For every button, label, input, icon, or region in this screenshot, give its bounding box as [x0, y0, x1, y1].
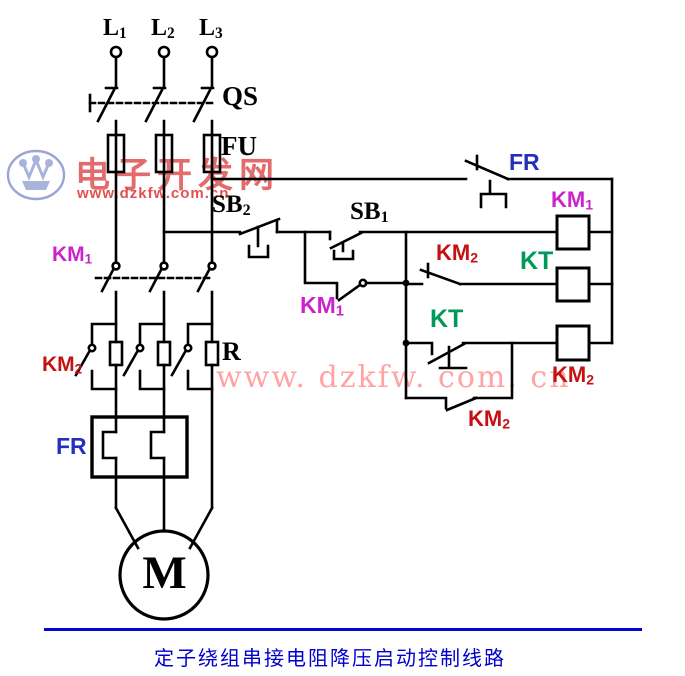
- label-phase-l2: L2: [151, 15, 175, 42]
- motor: [114, 506, 214, 621]
- label-km2-latch-contact: KM2: [468, 406, 511, 432]
- caption-divider: [44, 628, 642, 631]
- kt-delay-contact: [404, 341, 559, 370]
- fr-nc-contact: [210, 154, 614, 209]
- kt-coil: [555, 266, 591, 303]
- label-sb1-start: SB1: [350, 198, 389, 226]
- label-km1-coil: KM1: [551, 187, 594, 213]
- km1-coil: [555, 214, 591, 251]
- sb2-button: [162, 217, 332, 259]
- label-phase-l1: L1: [103, 15, 127, 42]
- km2-latch-contact: [404, 341, 514, 412]
- label-km2-nc-contact: KM2: [436, 240, 479, 266]
- km2-nc-contact: [404, 262, 559, 286]
- km1-latch-contact: [303, 230, 408, 302]
- label-kt-coil: KT: [520, 247, 554, 275]
- km1-main-contacts: [94, 261, 217, 344]
- site-logo-icon: [6, 149, 66, 201]
- label-kt-delay-contact: KT: [430, 305, 464, 333]
- label-sb2-stop: SB2: [212, 191, 251, 219]
- qs-switch: [88, 86, 215, 123]
- fuse-group: [106, 119, 222, 264]
- label-phase-l3: L3: [199, 15, 223, 42]
- diagram-caption: 定子绕组串接电阻降压启动控制线路: [154, 648, 506, 670]
- label-fr-contact: FR: [509, 149, 540, 175]
- km2-coil: [555, 324, 591, 362]
- label-fu-fuse: FU: [221, 131, 257, 161]
- label-km2-coil: KM2: [552, 362, 595, 388]
- label-qs-switch: QS: [222, 81, 259, 111]
- label-motor: M: [142, 547, 187, 599]
- fr-heater-box: [90, 415, 189, 533]
- watermark-center-url: www. dzkfw. com. cn: [216, 360, 571, 395]
- sb1-button: [328, 230, 559, 261]
- label-fr-heater: FR: [56, 433, 87, 459]
- label-km1-latch-contact: KM1: [300, 292, 344, 320]
- label-km1-main-contacts: KM1: [52, 243, 93, 267]
- label-resistor: R: [222, 337, 241, 366]
- label-km2-bypass-contacts: KM2: [42, 353, 83, 377]
- supply-terminals: [109, 45, 219, 89]
- km2-bypass-contacts: [74, 322, 214, 391]
